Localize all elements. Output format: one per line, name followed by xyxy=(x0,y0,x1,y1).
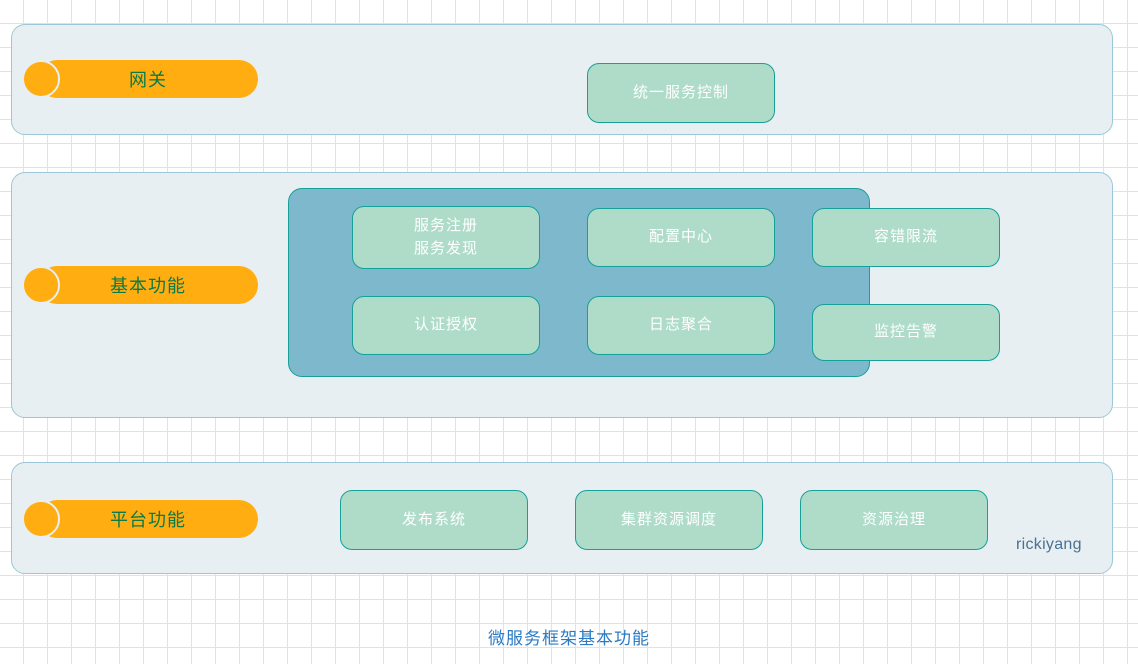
capability-box-label: 认证授权 xyxy=(413,316,478,334)
section-tag-gateway: 网关 xyxy=(22,60,258,98)
capability-box-label: 集群资源调度 xyxy=(620,510,717,528)
capability-box-service-registry-discovery[interactable]: 服务注册 服务发现 xyxy=(352,206,540,269)
section-tag-label-gateway: 网关 xyxy=(129,70,167,90)
capability-box-cluster-resource-scheduling[interactable]: 集群资源调度 xyxy=(575,490,763,550)
section-tag-label-platform: 平台功能 xyxy=(110,510,186,530)
capability-box-authentication-authorization[interactable]: 认证授权 xyxy=(352,296,540,355)
capability-box-label: 统一服务控制 xyxy=(632,83,729,101)
capability-box-label: 日志聚合 xyxy=(648,316,713,334)
section-tag-platform: 平台功能 xyxy=(22,500,258,538)
capability-box-label-line1: 服务注册 xyxy=(413,217,478,234)
capability-box-unified-service-control[interactable]: 统一服务控制 xyxy=(587,63,775,123)
capability-box-label-line2: 服务发现 xyxy=(413,239,478,257)
capability-box-label: 监控告警 xyxy=(873,323,938,341)
section-tag-pill-basic: 基本功能 xyxy=(38,266,258,304)
capability-box-label: 容错限流 xyxy=(873,228,938,246)
capability-box-label: 发布系统 xyxy=(401,510,466,528)
capability-box-label: 配置中心 xyxy=(648,228,713,246)
capability-box-fault-tolerance-rate-limit[interactable]: 容错限流 xyxy=(812,208,1000,267)
capability-box-resource-governance[interactable]: 资源治理 xyxy=(800,490,988,550)
capability-box-label: 资源治理 xyxy=(861,510,926,528)
diagram-caption: 微服务框架基本功能 xyxy=(488,629,650,648)
watermark: rickiyang xyxy=(1016,536,1082,553)
section-tag-basic: 基本功能 xyxy=(22,266,258,304)
capability-box-monitoring-alerting[interactable]: 监控告警 xyxy=(812,304,1000,361)
section-tag-pill-platform: 平台功能 xyxy=(38,500,258,538)
circle-knob-icon-gateway xyxy=(22,60,60,98)
circle-knob-icon-basic xyxy=(22,266,60,304)
capability-box-config-center[interactable]: 配置中心 xyxy=(587,208,775,267)
circle-knob-icon-platform xyxy=(22,500,60,538)
section-tag-label-basic: 基本功能 xyxy=(110,276,186,296)
capability-box-log-aggregation[interactable]: 日志聚合 xyxy=(587,296,775,355)
section-tag-pill-gateway: 网关 xyxy=(38,60,258,98)
capability-box-release-system[interactable]: 发布系统 xyxy=(340,490,528,550)
